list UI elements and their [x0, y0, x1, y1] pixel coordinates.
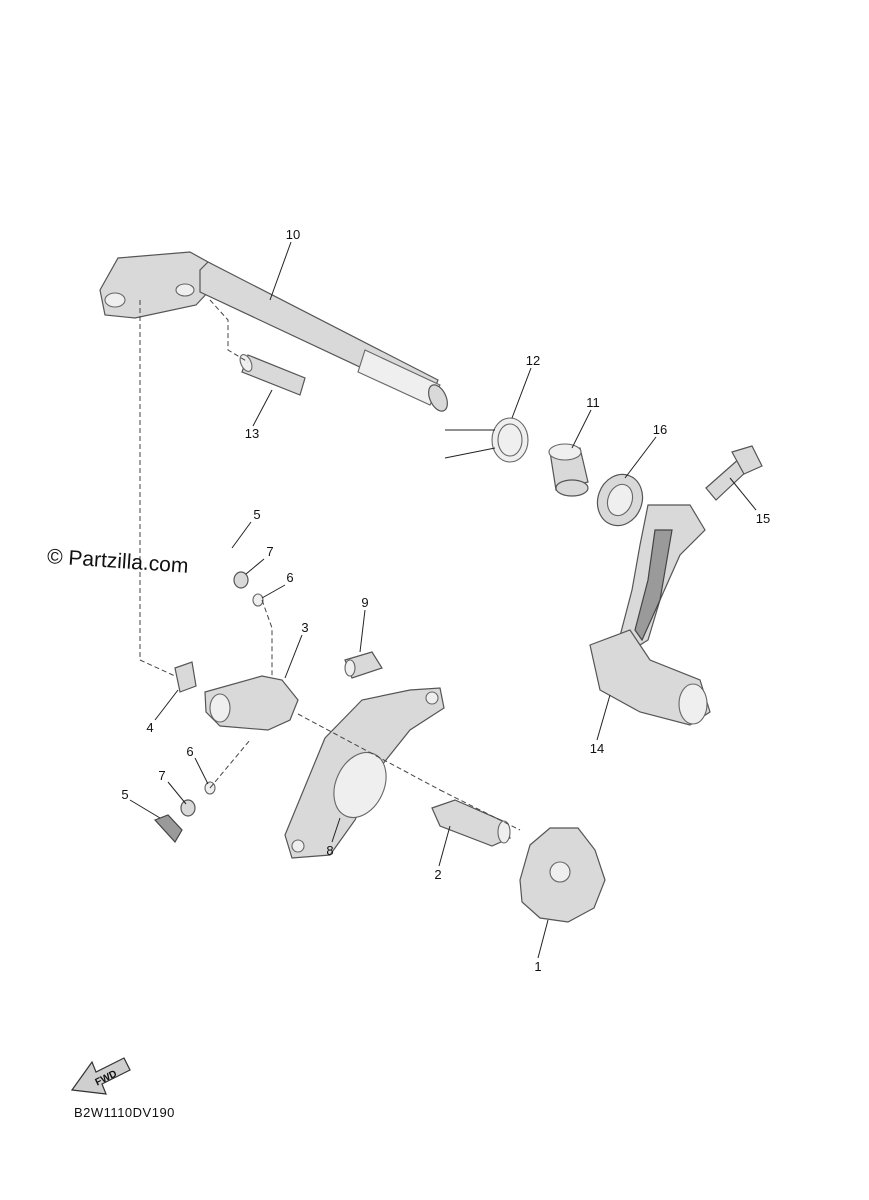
part-13-pin: [239, 354, 306, 396]
part-12-spring: [444, 417, 529, 463]
leader-13: [252, 389, 273, 427]
part-3-lever: [204, 675, 299, 731]
leader-7-lower: [167, 781, 187, 805]
leader-9: [359, 609, 366, 653]
part-11-collar: [548, 443, 589, 497]
leader-8: [331, 817, 341, 843]
callout-14: 14: [590, 741, 604, 756]
part-14-shift-pedal: [589, 504, 711, 726]
callout-8: 8: [326, 843, 333, 858]
leader-1: [537, 919, 549, 959]
part-15-bolt: [705, 445, 763, 501]
callout-2: 2: [434, 867, 441, 882]
callout-10: 10: [286, 227, 300, 242]
callout-12: 12: [526, 353, 540, 368]
part-10-shift-shaft: [99, 251, 448, 412]
part-9-bolt: [344, 651, 383, 679]
callout-6-upper: 6: [286, 570, 293, 585]
part-5-clip-lower: [153, 814, 183, 844]
leader-11: [571, 409, 592, 449]
leader-15: [729, 477, 757, 511]
callout-3: 3: [301, 620, 308, 635]
leader-12: [511, 367, 532, 419]
part-7-nut-lower: [180, 799, 196, 817]
callout-7-upper: 7: [266, 544, 273, 559]
leader-6-lower: [194, 757, 209, 785]
diagram-code: B2W1110DV190: [74, 1105, 175, 1120]
part-16-seal: [596, 473, 644, 527]
callout-6-lower: 6: [186, 744, 193, 759]
leader-5-lower: [129, 799, 161, 819]
leader-2: [438, 825, 451, 867]
callout-11: 11: [586, 395, 600, 410]
part-1-cam: [519, 827, 606, 923]
leader-14: [596, 694, 611, 741]
leader-5-upper: [231, 521, 252, 549]
part-8-plate: [284, 687, 445, 859]
leader-3: [284, 634, 303, 679]
callout-15: 15: [756, 511, 770, 526]
fwd-arrow-icon: FWD: [70, 1057, 131, 1095]
callout-7-lower: 7: [158, 768, 165, 783]
leader-7-upper: [245, 558, 265, 575]
part-7-nut-upper: [233, 571, 249, 589]
callout-4: 4: [146, 720, 153, 735]
part-2-shaft: [431, 799, 511, 847]
callout-1: 1: [534, 959, 541, 974]
callout-16: 16: [653, 422, 667, 437]
callout-9: 9: [361, 595, 368, 610]
callout-5-upper: 5: [253, 507, 260, 522]
part-6-washer-upper: [252, 593, 264, 607]
leader-16: [624, 436, 657, 479]
leader-4: [154, 689, 179, 721]
leader-10: [269, 241, 292, 301]
part-4-pin: [174, 661, 197, 693]
callout-5-lower: 5: [121, 787, 128, 802]
leader-6-upper: [261, 584, 286, 599]
callout-13: 13: [245, 426, 259, 441]
